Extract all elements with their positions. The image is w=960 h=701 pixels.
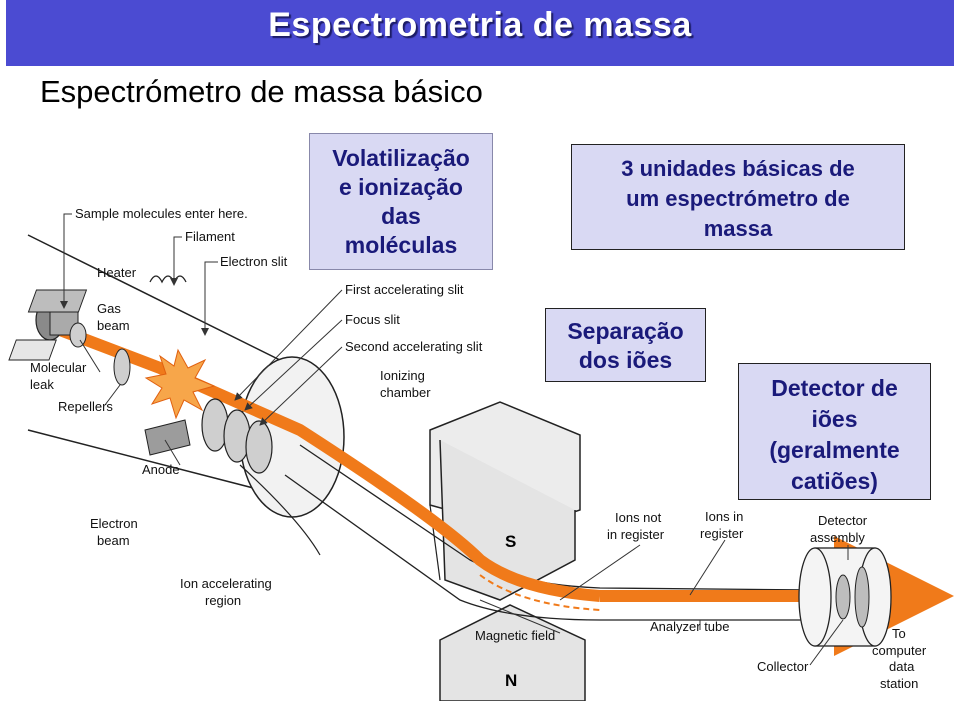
label-electron-beam: beam xyxy=(97,533,130,548)
label-ions-not: Ions not xyxy=(615,510,662,525)
label-data: data xyxy=(889,659,915,674)
callout-ionization-line: e ionização xyxy=(339,174,463,200)
label-gas: Gas xyxy=(97,301,121,316)
slide-subtitle: Espectrómetro de massa básico xyxy=(40,74,483,109)
magnet-n-label: N xyxy=(505,671,517,690)
label-in-register-1: in register xyxy=(607,527,665,542)
label-chamber: chamber xyxy=(380,385,431,400)
callout-ionization-line: das xyxy=(381,203,421,229)
diagram-labels: Sample molecules enter here. Filament He… xyxy=(30,206,927,691)
label-electron: Electron xyxy=(90,516,138,531)
label-electron-slit: Electron slit xyxy=(220,254,288,269)
label-second-slit: Second accelerating slit xyxy=(345,339,483,354)
callout-ionization-line: moléculas xyxy=(344,232,458,258)
callout-separation: Separação dos iões xyxy=(545,308,706,382)
callout-ionization-line: Volatilização xyxy=(332,145,470,171)
accelerating-plates xyxy=(201,398,273,474)
callout-units-line: um espectrómetro de xyxy=(626,186,850,211)
label-repellers: Repellers xyxy=(58,399,113,414)
label-register-2: register xyxy=(700,526,744,541)
detector-assembly xyxy=(798,547,892,647)
label-station: station xyxy=(880,676,918,691)
callout-ionization: Volatilização e ionização das moléculas xyxy=(309,133,493,270)
label-assembly: assembly xyxy=(810,530,865,545)
label-ions-in: Ions in xyxy=(705,509,743,524)
repeller-plate xyxy=(113,348,131,386)
callout-detector-line: iões xyxy=(811,406,858,432)
callout-detector-line: (geralmente xyxy=(769,437,900,463)
title-banner: Espectrometria de massa xyxy=(6,0,954,66)
callout-units-line: 3 unidades básicas de xyxy=(621,156,855,181)
label-detector: Detector xyxy=(818,513,868,528)
label-ion-accel: Ion accelerating xyxy=(180,576,272,591)
magnet-s-label: S xyxy=(505,532,516,551)
label-filament: Filament xyxy=(185,229,235,244)
callout-units-line: massa xyxy=(703,216,773,241)
label-to: To xyxy=(892,626,906,641)
slide-title: Espectrometria de massa xyxy=(268,6,692,44)
label-ionizing: Ionizing xyxy=(380,368,425,383)
callout-separation-line: dos iões xyxy=(578,347,673,373)
label-leak: leak xyxy=(30,377,54,392)
label-first-slit: First accelerating slit xyxy=(345,282,464,297)
leader-lines xyxy=(60,213,849,666)
label-focus-slit: Focus slit xyxy=(345,312,400,327)
anode-plate xyxy=(144,419,191,456)
label-heater: Heater xyxy=(97,265,137,280)
label-region: region xyxy=(205,593,241,608)
label-molecular: Molecular xyxy=(30,360,87,375)
label-magnetic-field: Magnetic field xyxy=(475,628,555,643)
callout-detector-line: catiões) xyxy=(791,468,878,494)
callout-basic-units: 3 unidades básicas de um espectrómetro d… xyxy=(571,144,905,250)
ionization-burst xyxy=(144,348,216,420)
label-analyzer-tube: Analyzer tube xyxy=(650,619,730,634)
filament-assembly xyxy=(8,275,187,361)
callout-detector-line: Detector de xyxy=(771,375,898,401)
label-anode: Anode xyxy=(142,462,180,477)
label-sample: Sample molecules enter here. xyxy=(75,206,248,221)
label-collector: Collector xyxy=(757,659,809,674)
label-beam: beam xyxy=(97,318,130,333)
callout-separation-line: Separação xyxy=(567,318,684,344)
label-computer: computer xyxy=(872,643,927,658)
callout-detector: Detector de iões (geralmente catiões) xyxy=(738,363,931,500)
